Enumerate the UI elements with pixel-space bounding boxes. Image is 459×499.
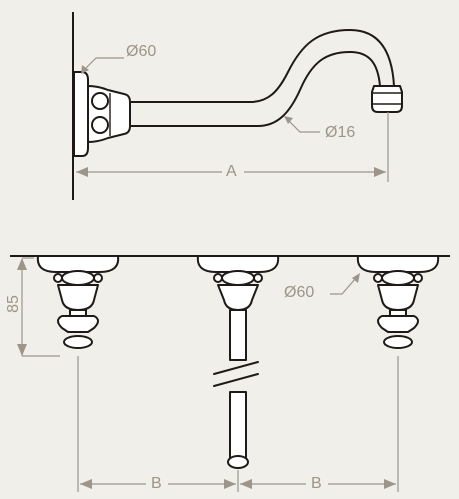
right-handle: [356, 255, 440, 349]
height-85-label: 85: [4, 295, 22, 313]
front-view: [10, 255, 450, 492]
spout-aerator: [371, 85, 403, 113]
dimension-b-left-label: B: [151, 475, 162, 492]
valve-knob-upper: [91, 92, 109, 110]
center-spout: [196, 255, 280, 469]
flange-diameter-label: Ø60: [126, 43, 157, 60]
left-handle: [36, 255, 120, 349]
dimension-a-label: A: [226, 163, 237, 180]
side-view: [72, 12, 403, 200]
valve-knob-lower: [91, 116, 109, 134]
wall-flange: [73, 71, 89, 157]
spout-tube: [129, 29, 395, 103]
dimension-b-right-label: B: [311, 475, 322, 492]
flange-diameter-front-label: Ø60: [284, 284, 315, 301]
spout-diameter-label: Ø16: [325, 124, 356, 141]
